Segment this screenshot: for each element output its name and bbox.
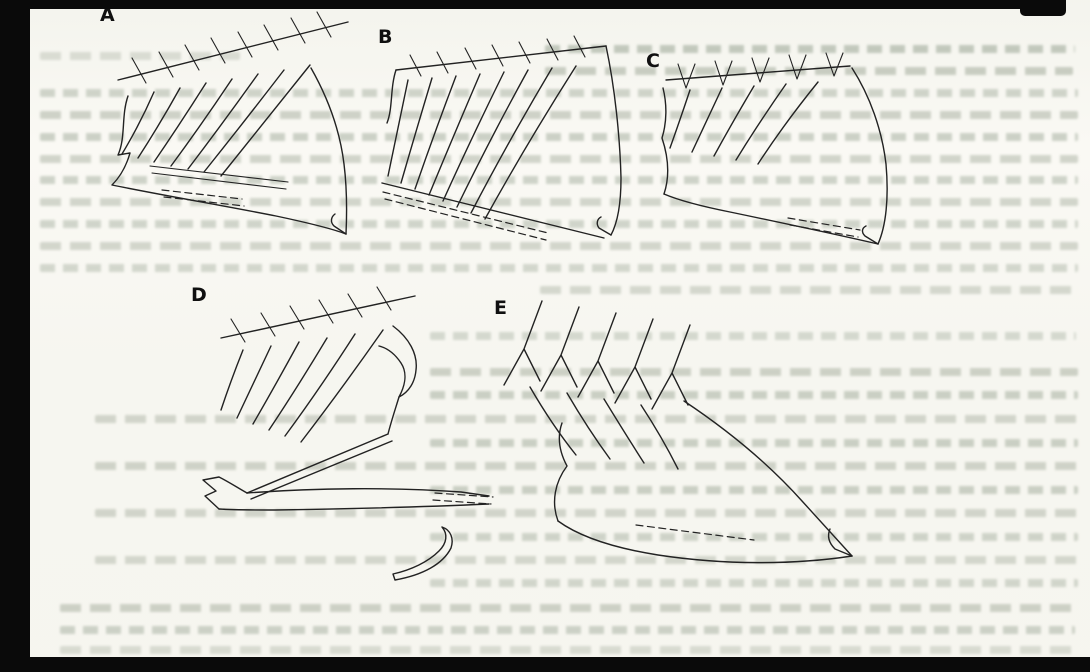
anal-fin-base-lines xyxy=(149,165,289,190)
fin-spine-ticks xyxy=(409,35,586,77)
ghost-text-artifact xyxy=(40,264,1078,272)
forked-fin-spines xyxy=(677,52,844,89)
fin-spine-ticks xyxy=(230,286,392,343)
fin-spine-ticks xyxy=(131,11,332,84)
panel-label-c: C xyxy=(646,50,660,72)
panel-label-b: B xyxy=(378,26,393,48)
lower-jaw-hook xyxy=(392,526,453,581)
dashed-fin-lines xyxy=(787,217,861,238)
fin-base-line xyxy=(220,295,416,339)
ghost-text-artifact xyxy=(60,604,1075,612)
scan-border-top-right-blob xyxy=(1020,0,1066,16)
body-outline xyxy=(202,476,490,511)
figure-panel-d: D xyxy=(183,280,515,592)
fish-skeleton-drawing-e xyxy=(503,300,853,564)
fin-base-line xyxy=(395,45,607,71)
hooked-process xyxy=(378,325,417,435)
descending-bone-lines xyxy=(246,433,393,500)
panel-label-e: E xyxy=(494,297,507,319)
pterygiophore-rays xyxy=(121,64,311,177)
pterygiophore-rays xyxy=(669,81,819,165)
body-outline xyxy=(111,67,348,235)
pterygiophore-rays xyxy=(387,65,577,220)
scan-border-top xyxy=(28,0,1060,9)
figure-panel-e: E xyxy=(486,293,878,595)
dashed-fin-lines xyxy=(432,492,494,505)
figure-panel-a: A xyxy=(92,6,360,238)
fish-skeleton-drawing-c xyxy=(661,52,888,245)
dashed-fin-lines xyxy=(382,191,549,241)
forked-fin-spines xyxy=(503,300,691,410)
figure-panel-c: C xyxy=(638,52,900,264)
pterygiophore-rays xyxy=(529,386,679,470)
panel-label-a: A xyxy=(100,4,115,26)
dashed-fin-lines xyxy=(161,189,245,207)
figure-panel-b: B xyxy=(368,26,630,260)
pterygiophore-rays xyxy=(220,329,384,443)
body-outline xyxy=(661,67,888,245)
dashed-fin-lines xyxy=(635,524,755,541)
body-outline xyxy=(381,45,622,239)
fin-base-line xyxy=(665,65,851,81)
fin-base-line xyxy=(117,21,349,81)
fish-skeleton-drawing-b xyxy=(381,35,622,241)
scan-border-bottom xyxy=(0,657,1090,672)
scan-border-left xyxy=(0,0,30,672)
fish-skeleton-drawing-a xyxy=(111,11,349,235)
panel-label-d: D xyxy=(191,284,207,306)
body-outline xyxy=(553,400,853,564)
ghost-text-artifact xyxy=(60,646,1072,654)
ghost-text-artifact xyxy=(60,626,1075,634)
fish-skeleton-drawing-d xyxy=(202,286,494,581)
